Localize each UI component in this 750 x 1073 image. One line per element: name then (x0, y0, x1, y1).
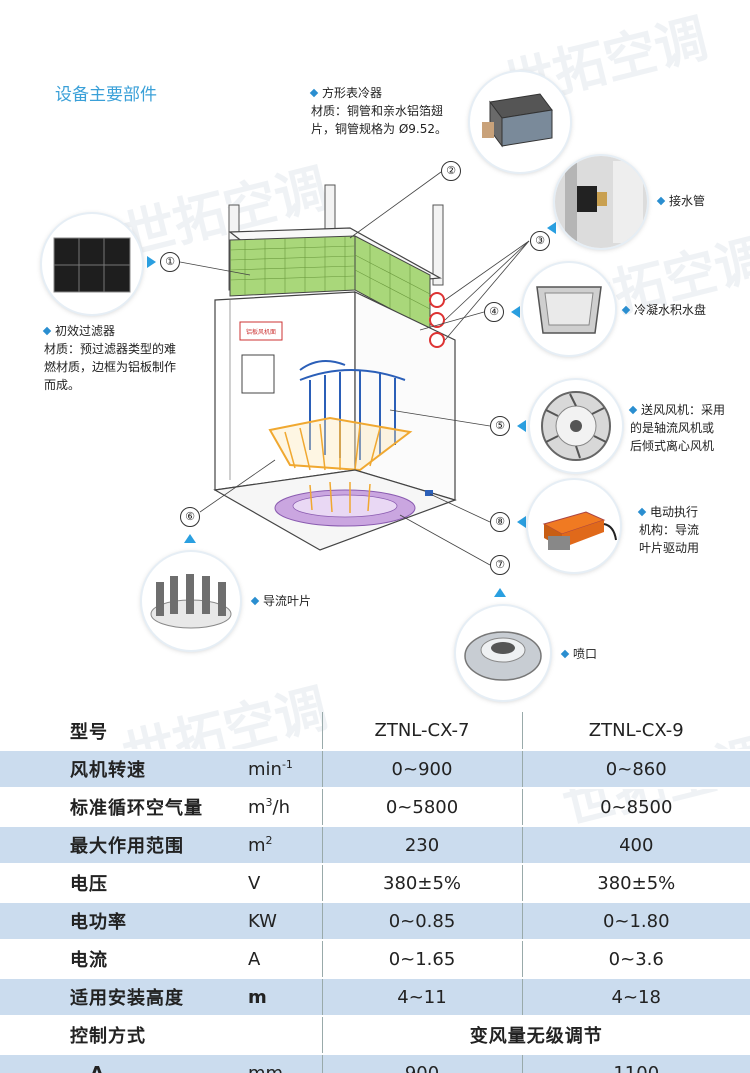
guide-vane-photo (142, 552, 240, 650)
part-4-label: 冷凝水积水盘 (621, 301, 706, 319)
table-row: 电功率 KW 0~0.85 0~1.80 (0, 902, 750, 941)
part-1-label: 初效过滤器 材质：预过滤器类型的难 燃材质，边框为铝板制作 而成。 (42, 324, 177, 392)
table-row: 最大作用范围 m2 230 400 (0, 826, 750, 865)
section-title: 设备主要部件 (55, 85, 157, 105)
part-7-label: 喷口 (560, 645, 597, 663)
fan-photo (530, 380, 622, 472)
pointer-arrow (184, 534, 196, 543)
callout-8: ⑧ (490, 512, 510, 532)
unit-diagram: 铝板风机面 (179, 171, 530, 566)
pointer-arrow (147, 256, 156, 268)
callout-1: ① (160, 252, 180, 272)
table-row: 电流 A 0~1.65 0~3.6 (0, 940, 750, 979)
table-row: 控制方式 变风量无级调节 (0, 1016, 750, 1055)
header-model: 型号 (0, 712, 248, 751)
header-model-7: ZTNL-CX-7 (321, 712, 522, 751)
part-8-label: 电动执行 机构：导流 叶片驱动用 (637, 505, 700, 555)
part-2-label: 方形表冷器 材质：铜管和亲水铝箔翅 片，铜管规格为 Ø9.52。 (309, 86, 447, 136)
nozzle-photo (456, 606, 550, 700)
pointer-arrow (547, 222, 556, 234)
header-unit (248, 712, 322, 751)
callout-6: ⑥ (180, 507, 200, 527)
drain-pan-photo (523, 263, 615, 355)
header-model-9: ZTNL-CX-9 (521, 712, 750, 751)
pointer-arrow (494, 588, 506, 597)
part-6-label: 导流叶片 (250, 592, 311, 610)
callout-2: ② (441, 161, 461, 181)
table-header-row: 型号 ZTNL-CX-7 ZTNL-CX-9 (0, 712, 750, 751)
callout-4: ④ (484, 302, 504, 322)
table-row: 标准循环空气量 m3/h 0~5800 0~8500 (0, 788, 750, 827)
water-pipe-photo (555, 156, 647, 248)
table-row: A mm 900 1100 (0, 1054, 750, 1073)
pointer-arrow (517, 516, 526, 528)
coil-front (229, 235, 356, 297)
callout-3: ③ (530, 231, 550, 251)
coil-photo (470, 72, 570, 172)
part-3-label: 接水管 (656, 192, 705, 210)
callout-7: ⑦ (490, 555, 510, 575)
part-5-label: 送风风机：采用 的是轴流风机或 后倾式离心风机 (628, 403, 726, 453)
table-row: 适用安装高度 m 4~11 4~18 (0, 978, 750, 1017)
spec-table: 型号 ZTNL-CX-7 ZTNL-CX-9 风机转速 min-1 0~900 … (0, 712, 750, 1073)
pointer-arrow (517, 420, 526, 432)
control-mode-value: 变风量无级调节 (321, 1016, 750, 1055)
pointer-arrow (511, 306, 520, 318)
panel-label: 铝板风机面 (246, 328, 276, 336)
table-row: 风机转速 min-1 0~900 0~860 (0, 750, 750, 789)
callout-5: ⑤ (490, 416, 510, 436)
filter-photo (42, 214, 142, 314)
actuator-photo (528, 480, 620, 572)
table-row: 电压 V 380±5% 380±5% (0, 864, 750, 903)
